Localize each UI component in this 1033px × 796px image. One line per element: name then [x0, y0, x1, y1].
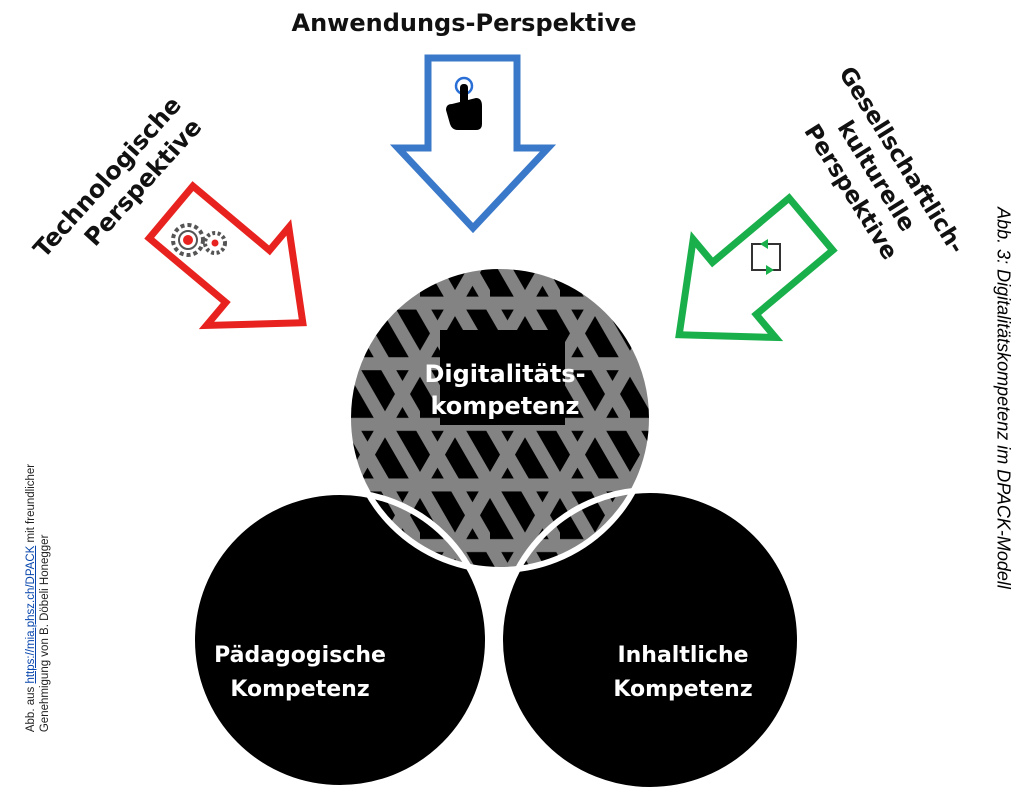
- inhalt-label-line2: Kompetenz: [613, 677, 752, 702]
- digitalitaet-label-line1: Digitalitäts-: [424, 360, 585, 388]
- credit-prefix: Abb. aus: [25, 686, 37, 733]
- digitalitaet-label-line2: kompetenz: [430, 392, 579, 420]
- application-arrow: [389, 54, 557, 234]
- sociocultural-arrow: [675, 193, 838, 342]
- paedagogik-label-line1: Pädagogische: [214, 643, 386, 668]
- gears-icon: [171, 223, 227, 257]
- credit-line2: Genehmigung von B. Döbeli Honegger: [39, 534, 51, 733]
- paedagogische-circle: [192, 492, 488, 788]
- application-perspective-label: Anwendungs-Perspektive: [292, 9, 637, 37]
- pointing-hand-icon: [446, 76, 482, 130]
- image-credit: Abb. aus https://mia.phsz.ch/DPACK mit f…: [24, 464, 52, 732]
- venn-outlines: [189, 263, 803, 793]
- inhalt-label-line1: Inhaltliche: [617, 643, 748, 668]
- dpack-link[interactable]: https://mia.phsz.ch/DPACK: [25, 545, 37, 684]
- technological-arrow: [144, 181, 307, 330]
- cycle-square-icon: [751, 239, 781, 275]
- credit-suffix: mit freundlicher: [25, 463, 37, 543]
- paedagogik-label-line2: Kompetenz: [230, 677, 369, 702]
- figure-caption: Abb. 3: Digitalitätskompetenz im DPACK-M…: [993, 207, 1014, 589]
- inhaltliche-circle: [500, 490, 800, 790]
- digitalitaets-circle: [348, 266, 652, 570]
